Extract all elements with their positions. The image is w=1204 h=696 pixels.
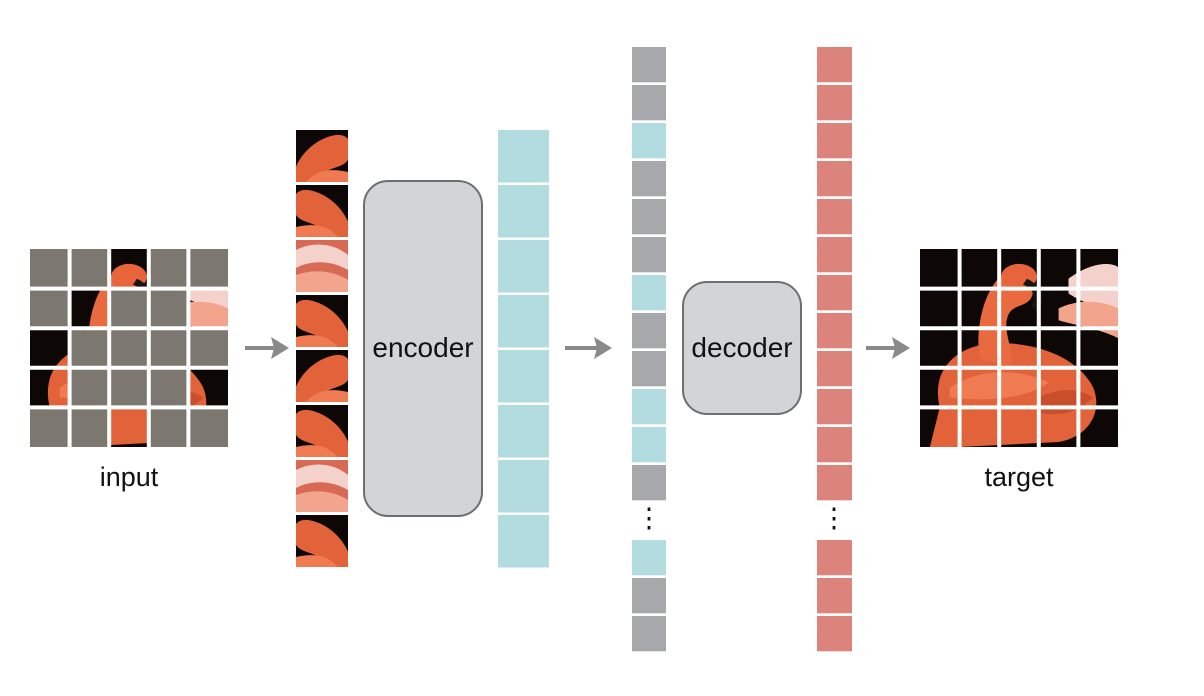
visible-patch bbox=[296, 185, 348, 237]
masked-patch bbox=[69, 249, 110, 289]
masked-patch bbox=[69, 328, 110, 368]
masked-patch bbox=[109, 328, 149, 368]
visible-patch bbox=[296, 130, 348, 182]
masked-patch bbox=[188, 407, 228, 447]
arrow-input-to-patches bbox=[245, 337, 289, 359]
input-label: input bbox=[100, 462, 159, 492]
encoder-token bbox=[498, 130, 549, 183]
mask-token bbox=[632, 161, 666, 197]
output-token bbox=[817, 351, 852, 387]
masked-patch bbox=[148, 328, 189, 368]
mask-token bbox=[632, 85, 666, 121]
target-image bbox=[920, 249, 1118, 447]
masked-patch bbox=[69, 367, 110, 408]
masked-patch bbox=[148, 249, 189, 289]
decoder-output-column bbox=[817, 47, 852, 652]
visible-patch bbox=[296, 460, 348, 512]
mask-token bbox=[632, 237, 666, 273]
output-token bbox=[817, 389, 852, 425]
encoder-token bbox=[498, 240, 549, 293]
visible-patch bbox=[296, 515, 348, 567]
encoder-label: encoder bbox=[372, 332, 473, 363]
masked-patch bbox=[188, 328, 228, 368]
decoder-output-ellipsis: ⋮ bbox=[821, 503, 848, 533]
encoded-token bbox=[632, 389, 666, 425]
mask-token bbox=[632, 351, 666, 387]
encoded-token bbox=[632, 123, 666, 159]
visible-patch bbox=[296, 295, 348, 347]
encoded-token bbox=[632, 427, 666, 463]
masked-patch bbox=[109, 288, 149, 329]
output-token bbox=[817, 237, 852, 273]
encoder-token bbox=[498, 405, 549, 458]
mask-token bbox=[632, 465, 666, 501]
visible-patch bbox=[296, 350, 348, 402]
encoder-token bbox=[498, 350, 549, 403]
masked-patch bbox=[109, 367, 149, 408]
masked-patch bbox=[30, 407, 70, 447]
encoder-token bbox=[498, 515, 549, 568]
decoder-label: decoder bbox=[691, 332, 792, 363]
input-mask-grid bbox=[30, 249, 228, 447]
output-token bbox=[817, 578, 852, 614]
decoder-box: decoder bbox=[682, 281, 802, 415]
target-grid-lines bbox=[920, 249, 1118, 447]
masked-patch bbox=[30, 249, 70, 289]
masked-patch bbox=[148, 288, 189, 329]
encoder-token-column bbox=[498, 130, 549, 568]
encoder-box: encoder bbox=[363, 180, 483, 517]
visible-patch bbox=[296, 405, 348, 457]
encoded-token bbox=[632, 275, 666, 311]
decoder-input-ellipsis: ⋮ bbox=[636, 503, 663, 533]
encoder-token bbox=[498, 295, 549, 348]
output-token bbox=[817, 161, 852, 197]
arrow-encoder-to-decoder-input bbox=[565, 337, 612, 359]
output-token bbox=[817, 199, 852, 235]
encoded-token bbox=[632, 540, 666, 576]
output-token bbox=[817, 85, 852, 121]
input-image bbox=[30, 249, 228, 447]
output-token bbox=[817, 540, 852, 576]
masked-patch bbox=[69, 407, 110, 447]
mask-token bbox=[632, 313, 666, 349]
mask-token bbox=[632, 47, 666, 83]
decoder-input-column bbox=[632, 47, 666, 652]
visible-patch bbox=[296, 240, 348, 292]
encoder-token bbox=[498, 460, 549, 513]
mask-token bbox=[632, 578, 666, 614]
output-token bbox=[817, 275, 852, 311]
mask-token bbox=[632, 199, 666, 235]
output-token bbox=[817, 616, 852, 652]
output-token bbox=[817, 47, 852, 83]
arrow-output-to-target bbox=[866, 337, 910, 359]
target-label: target bbox=[984, 462, 1054, 492]
output-token bbox=[817, 465, 852, 501]
output-token bbox=[817, 123, 852, 159]
mask-token bbox=[632, 616, 666, 652]
masked-patch bbox=[148, 407, 189, 447]
masked-patch bbox=[188, 249, 228, 289]
visible-patch-strip bbox=[296, 130, 348, 567]
masked-patch bbox=[148, 367, 189, 408]
encoder-token bbox=[498, 185, 549, 238]
output-token bbox=[817, 313, 852, 349]
output-token bbox=[817, 427, 852, 463]
masked-patch bbox=[30, 288, 70, 329]
